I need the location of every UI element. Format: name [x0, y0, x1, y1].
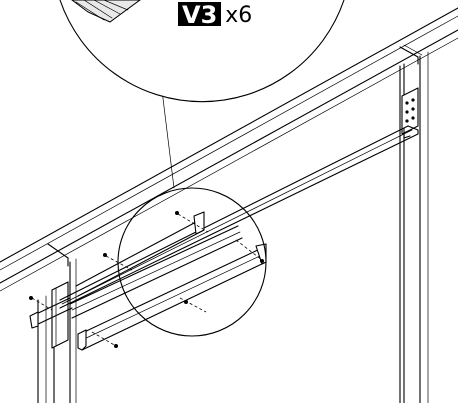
- long-rail-top: [59, 125, 409, 301]
- back-channel-end: [193, 211, 205, 235]
- part-callout: V3 x6: [178, 0, 253, 29]
- screw-path-5: [91, 331, 117, 347]
- bracket-hole-3: [405, 110, 409, 114]
- top-beam-joint-right-inner: [403, 44, 423, 56]
- screw-3: [103, 253, 107, 257]
- top-beam-joint-right: [399, 46, 419, 65]
- bracket-hole-1: [405, 101, 409, 105]
- detail-magnifier: [59, 0, 345, 337]
- bracket-hole-5: [405, 119, 409, 123]
- part-code: V3: [182, 1, 218, 29]
- lower-channel-inner: [81, 253, 265, 341]
- detail-profile-line-2: [83, 0, 113, 19]
- detail-profile: [71, 0, 141, 23]
- top-beam-joint-left: [47, 243, 69, 267]
- long-rail-end-right: [407, 125, 419, 135]
- screw-6: [29, 296, 33, 300]
- screw-path-4: [179, 297, 207, 313]
- long-rail-bottom: [59, 133, 419, 309]
- detail-profile-line-1: [75, 1, 105, 21]
- upper-channel-bottom: [71, 237, 243, 319]
- screw-4: [184, 300, 188, 304]
- upper-channel-inner: [71, 231, 241, 311]
- left-channel-end: [29, 311, 39, 329]
- frame: [0, 7, 458, 403]
- lower-channel-top: [79, 247, 263, 335]
- bracket-hole-2: [411, 98, 415, 102]
- screw-path-3: [105, 255, 133, 271]
- screw-2: [260, 259, 264, 263]
- part-code-badge: V3: [178, 1, 222, 29]
- long-rail-end-clip: [403, 127, 411, 139]
- left-bracket-block: [51, 281, 69, 349]
- top-beam-upper-edge: [0, 7, 458, 263]
- screw-5: [114, 344, 118, 348]
- channel-profiles: [29, 211, 267, 351]
- detail-circle-small: [117, 187, 267, 337]
- bracket-hole-6: [411, 116, 415, 120]
- part-quantity: x6: [225, 3, 253, 28]
- screw-path-6: [31, 297, 53, 311]
- back-channel-bottom: [77, 229, 205, 297]
- long-rail: [59, 125, 419, 309]
- top-beam-face-edge: [0, 37, 458, 292]
- top-beam-inner-edge: [0, 15, 458, 271]
- detail-profile-line-4: [103, 0, 129, 11]
- detail-profile-line-3: [93, 0, 121, 15]
- top-beam-lower-edge: [0, 29, 458, 284]
- back-channel-top: [75, 221, 197, 287]
- lower-channel-end-left: [77, 329, 87, 351]
- upper-channel-top: [69, 225, 239, 305]
- left-channel-bottom: [33, 307, 73, 327]
- screws: [29, 211, 264, 348]
- bracket-hole-4: [411, 107, 415, 111]
- screw-path-1: [177, 213, 209, 233]
- screw-1: [175, 211, 179, 215]
- long-rail-mid: [61, 129, 413, 305]
- lower-channel-bottom: [81, 261, 267, 351]
- detail-circle-large: [59, 0, 345, 103]
